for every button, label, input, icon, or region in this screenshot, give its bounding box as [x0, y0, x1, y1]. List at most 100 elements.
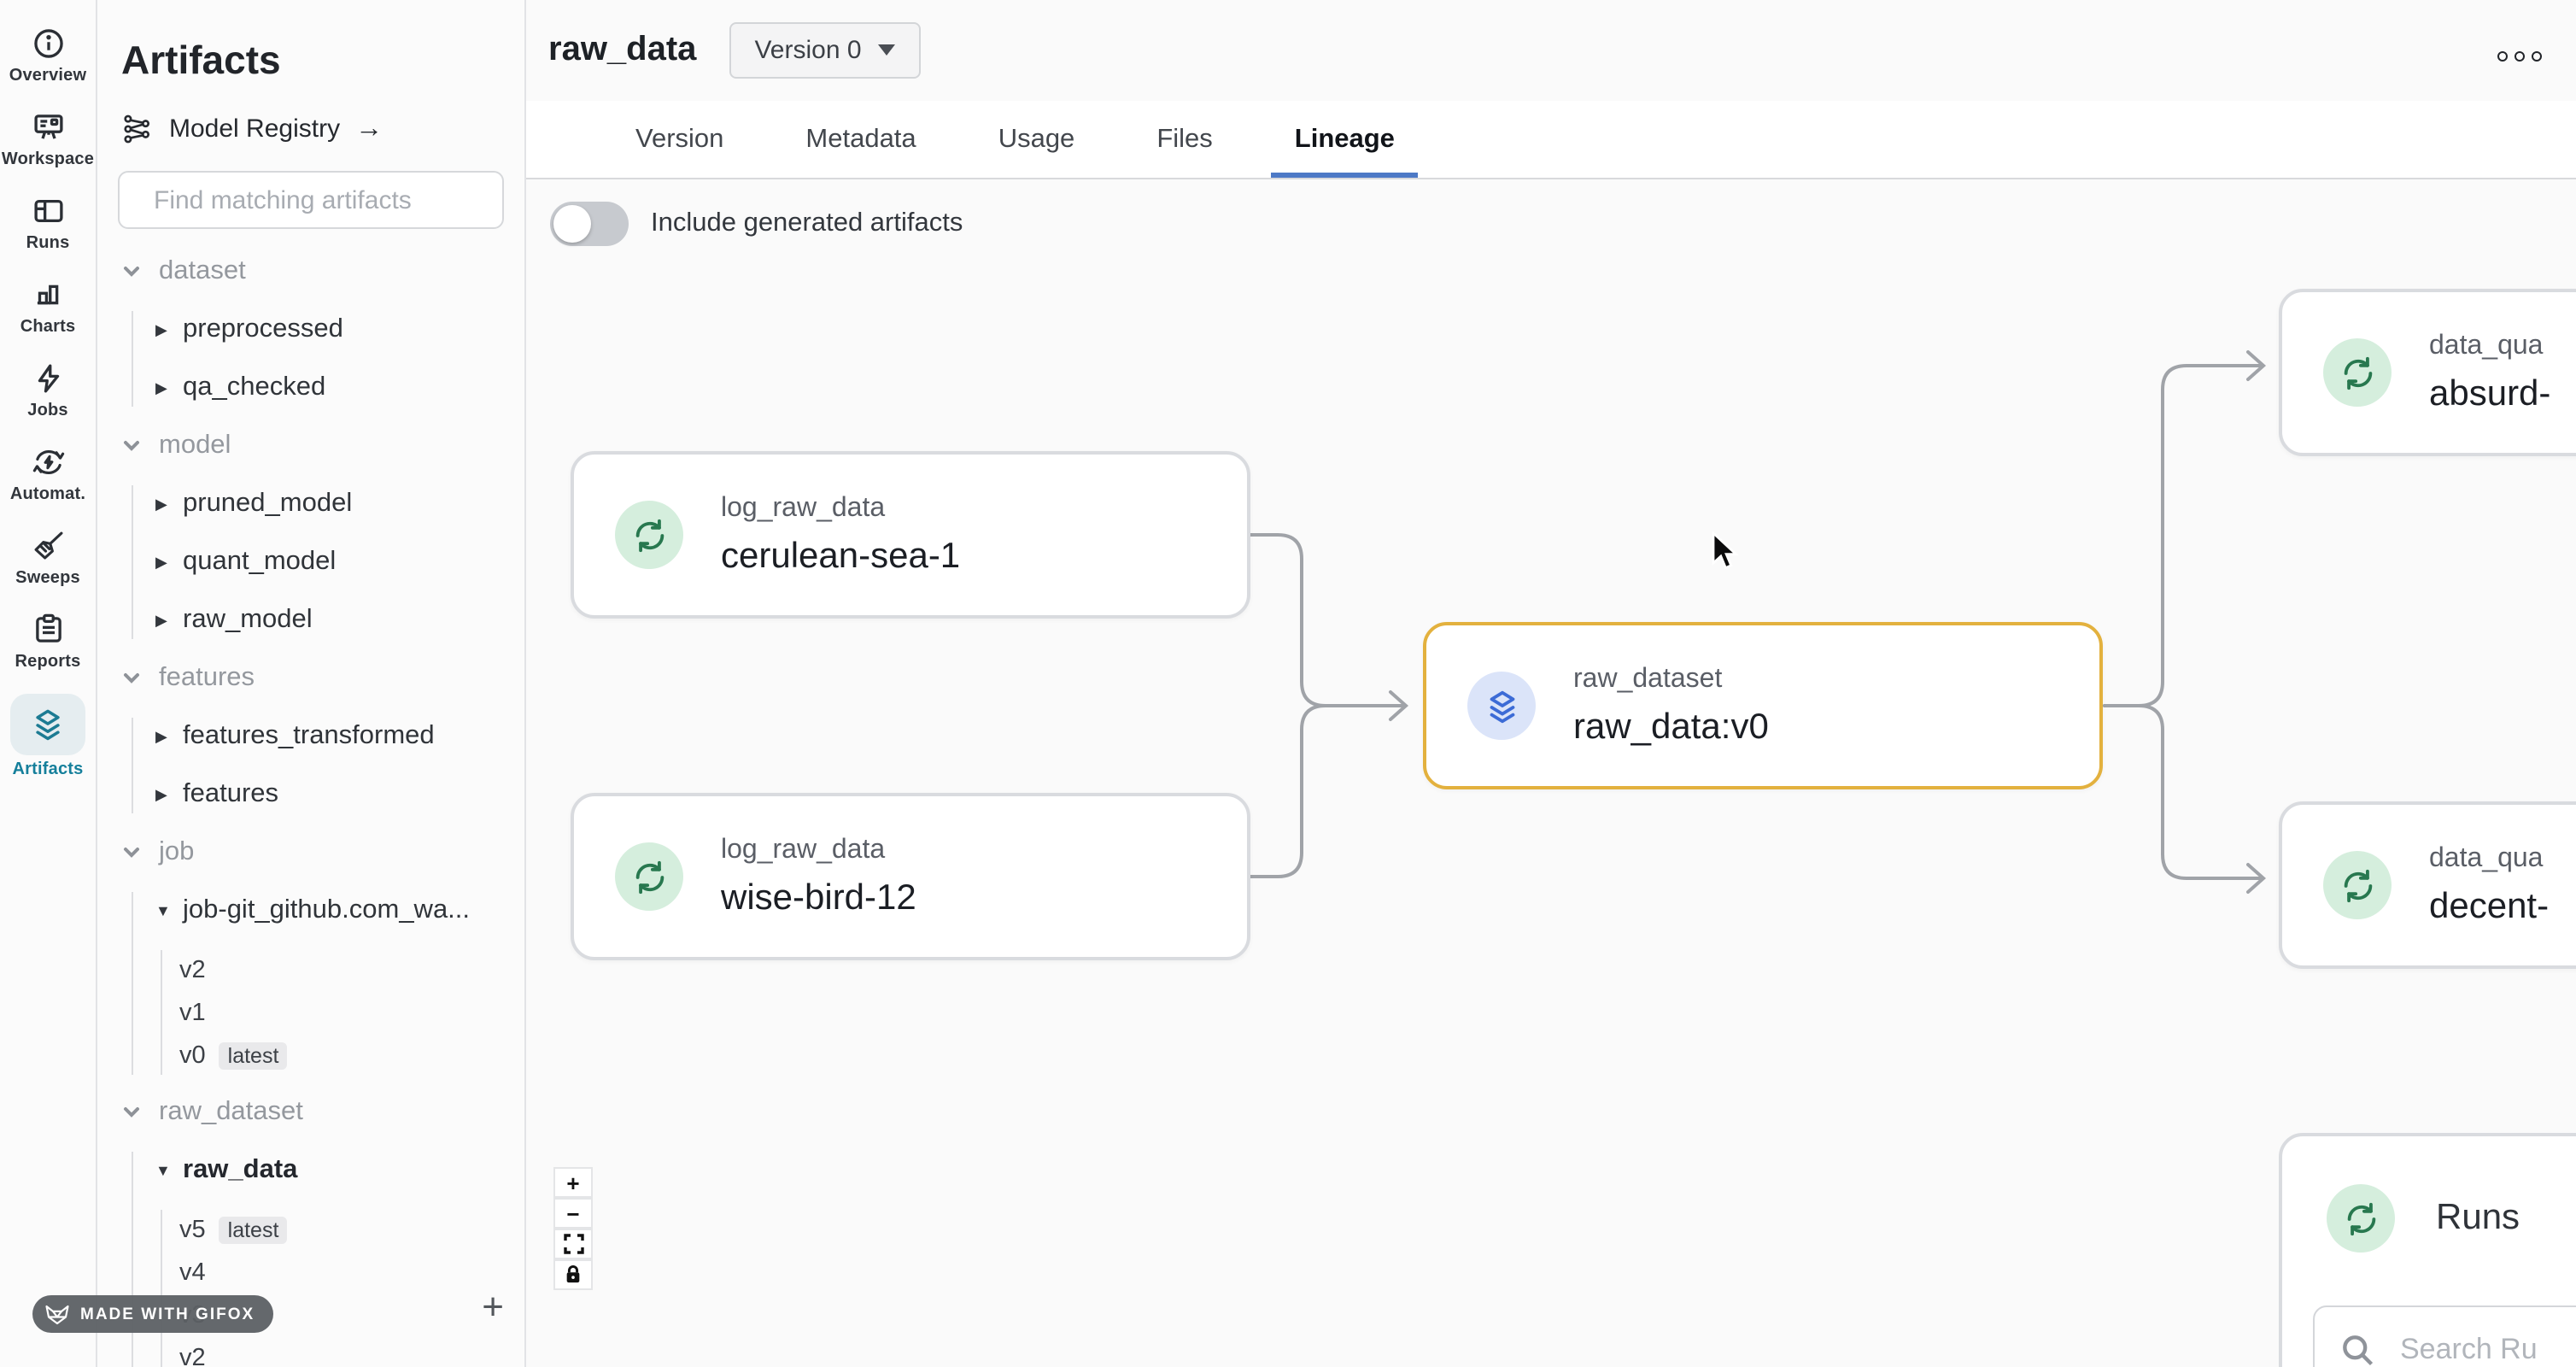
lineage-graph: Include generated artifacts log_raw_data… [526, 179, 2576, 1367]
sidebar-item-artifacts[interactable]: Artifacts [0, 684, 96, 791]
include-generated-toggle[interactable] [550, 202, 629, 246]
latest-badge: latest [219, 1041, 288, 1069]
latest-badge: latest [219, 1216, 288, 1243]
triangle-right-icon: ▶ [155, 495, 167, 512]
toggle-row: Include generated artifacts [550, 202, 963, 246]
search-input[interactable] [150, 184, 497, 216]
zoom-in-button[interactable]: + [553, 1167, 593, 1198]
sidebar-item-charts[interactable]: Charts [0, 265, 96, 349]
tree-item-selected[interactable]: ▼raw_data [155, 1155, 298, 1184]
tab-version[interactable]: Version [635, 124, 724, 153]
tree-item[interactable]: ▶qa_checked [155, 373, 326, 402]
tree-item[interactable]: ▶features_transformed [155, 721, 435, 750]
node-run-job-type: data_qua [2429, 843, 2544, 872]
ellipsis-icon [2497, 51, 2508, 62]
version-row[interactable]: v1 [179, 999, 206, 1026]
sidebar-item-workspace[interactable]: Workspace [0, 97, 96, 181]
page-title: raw_data [548, 31, 697, 68]
artifact-search [118, 171, 504, 229]
run-sync-icon [2323, 851, 2392, 919]
add-artifact-button[interactable]: + [482, 1285, 504, 1328]
mouse-cursor [1712, 531, 1739, 570]
node-artifact-name: raw_data:v0 [1573, 707, 1769, 746]
ellipsis-icon [2532, 51, 2542, 62]
tree-item-expanded[interactable]: ▼job-git_github.com_wa... [155, 895, 471, 924]
zoom-out-button[interactable]: − [553, 1198, 593, 1229]
lineage-node-run-absurd[interactable]: data_qua absurd- [2279, 289, 2576, 456]
sidebar-item-reports[interactable]: Reports [0, 600, 96, 684]
tab-files[interactable]: Files [1156, 124, 1213, 153]
runs-search-placeholder: Search Ru [2400, 1333, 2538, 1365]
triangle-right-icon: ▶ [155, 611, 167, 628]
run-sync-icon [2323, 338, 2392, 407]
tree-section-dataset[interactable]: dataset [121, 253, 504, 290]
version-row[interactable]: v2 [179, 956, 206, 983]
fit-view-button[interactable] [553, 1229, 593, 1259]
artifact-layers-icon [1467, 672, 1536, 740]
chevron-down-icon [124, 267, 139, 277]
chevron-down-icon [124, 1107, 139, 1118]
triangle-right-icon: ▶ [155, 727, 167, 744]
node-run-job-type: log_raw_data [721, 493, 886, 522]
model-registry-link[interactable]: Model Registry → [121, 113, 504, 145]
clipboard-icon [29, 610, 67, 648]
version-dropdown[interactable]: Version 0 [729, 22, 922, 79]
main-area: raw_data Version 0 Version Metadata Usag… [526, 0, 2576, 1367]
tree-children: ▶preprocessed ▶qa_checked [132, 311, 504, 407]
sidebar-item-overview[interactable]: Overview [0, 14, 96, 97]
caret-down-icon [878, 44, 896, 56]
triangle-right-icon: ▶ [155, 553, 167, 570]
tree-section-model[interactable]: model [121, 427, 504, 465]
tab-lineage[interactable]: Lineage [1270, 101, 1419, 178]
triangle-right-icon: ▶ [155, 320, 167, 337]
tree-item[interactable]: ▶raw_model [155, 605, 313, 634]
runs-group-panel[interactable]: Runs Search Ru [2279, 1133, 2576, 1367]
lineage-node-run-cerulean-sea-1[interactable]: log_raw_data cerulean-sea-1 [571, 451, 1250, 619]
chevron-down-icon [124, 848, 139, 858]
sidebar-item-runs[interactable]: Runs [0, 181, 96, 265]
gifox-label: MADE WITH GIFOX [80, 1305, 255, 1323]
sidebar-item-jobs[interactable]: Jobs [0, 349, 96, 432]
model-registry-label: Model Registry [169, 114, 341, 144]
node-artifact-type: raw_dataset [1573, 664, 1723, 693]
lineage-node-run-wise-bird-12[interactable]: log_raw_data wise-bird-12 [571, 793, 1250, 960]
tree-item[interactable]: ▶quant_model [155, 547, 337, 576]
node-run-job-type: data_qua [2429, 331, 2544, 360]
version-row[interactable]: v4 [179, 1258, 206, 1286]
sidebar-item-automations[interactable]: Automat. [0, 432, 96, 516]
tab-usage[interactable]: Usage [998, 124, 1075, 153]
overflow-menu-button[interactable] [2497, 51, 2542, 62]
runs-search-box[interactable]: Search Ru [2313, 1305, 2576, 1367]
triangle-right-icon: ▶ [155, 378, 167, 396]
tree-item[interactable]: ▶pruned_model [155, 489, 353, 518]
layers-icon [10, 694, 85, 755]
triangle-down-icon: ▼ [155, 1162, 171, 1179]
tab-metadata[interactable]: Metadata [805, 124, 916, 153]
version-row[interactable]: v2 [179, 1344, 206, 1367]
charts-icon [29, 275, 67, 313]
model-registry-icon [124, 114, 150, 144]
triangle-down-icon: ▼ [155, 902, 171, 919]
node-run-name: cerulean-sea-1 [721, 536, 961, 575]
lock-button[interactable] [553, 1259, 593, 1290]
tree-section-features[interactable]: features [121, 660, 504, 697]
node-run-name: absurd- [2429, 373, 2551, 413]
lock-icon [566, 1265, 580, 1283]
tree-children: ▶features_transformed ▶features [132, 718, 504, 813]
tree-item[interactable]: ▶features [155, 779, 279, 808]
tree-section-raw-dataset[interactable]: raw_dataset [121, 1094, 504, 1131]
gifox-watermark: MADE WITH GIFOX [32, 1295, 274, 1333]
lineage-node-artifact-raw-data-v0[interactable]: raw_dataset raw_data:v0 [1423, 622, 2103, 789]
tree-section-job[interactable]: job [121, 834, 504, 871]
sidebar-item-sweeps[interactable]: Sweeps [0, 516, 96, 600]
tree-item[interactable]: ▶preprocessed [155, 314, 343, 343]
chevron-down-icon [124, 673, 139, 684]
lineage-node-run-decent[interactable]: data_qua decent- [2279, 801, 2576, 969]
triangle-right-icon: ▶ [155, 785, 167, 802]
nav-rail: Overview Workspace Runs Charts Jobs Auto [0, 0, 97, 1367]
toggle-knob [553, 205, 591, 243]
